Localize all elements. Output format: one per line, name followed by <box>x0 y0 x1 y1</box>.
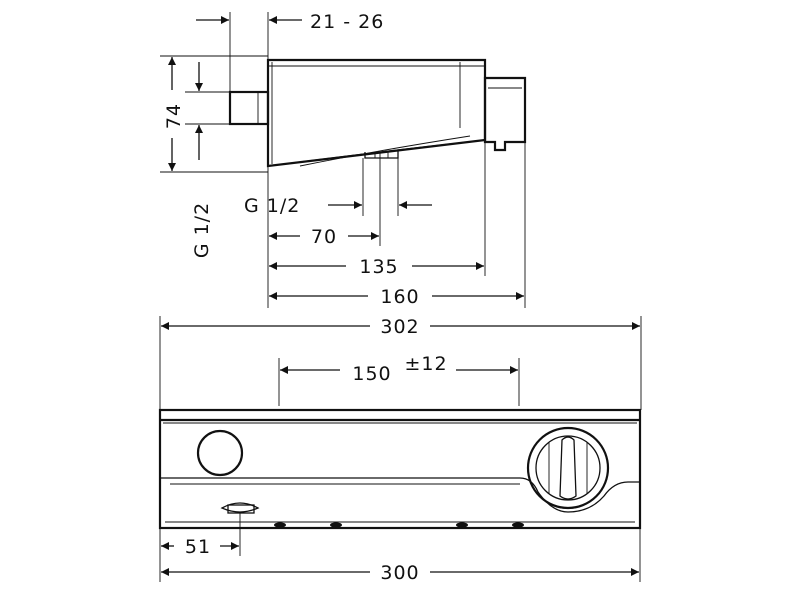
temperature-knob <box>526 426 610 510</box>
dim-51-label: 51 <box>185 536 211 558</box>
dim-302: 302 <box>159 316 642 410</box>
dim-height: 74 <box>163 57 185 171</box>
round-button-outline <box>196 429 244 477</box>
dim-offset: 21 - 26 <box>196 11 384 33</box>
front-view-body <box>158 408 642 530</box>
dim-150: 150 ±12 <box>278 353 520 406</box>
dim-thread-horizontal: G 1/2 <box>244 195 432 217</box>
dim-160-label: 160 <box>380 286 419 308</box>
side-view: 21 - 26 74 G 1/2 G 1/2 70 <box>160 11 527 308</box>
dim-thread-vertical-label: G 1/2 <box>191 202 213 258</box>
dim-thread-horizontal-label: G 1/2 <box>244 195 300 217</box>
side-view-extension-lines <box>160 12 526 308</box>
mounting-holes <box>274 522 524 528</box>
dim-150-tolerance: ±12 <box>404 353 447 375</box>
dim-135: 135 <box>269 256 484 278</box>
front-view: 302 150 ±12 <box>158 316 642 584</box>
dim-302-label: 302 <box>380 316 419 338</box>
dim-51: 51 <box>159 512 241 582</box>
dim-thread-vertical: G 1/2 <box>191 62 213 258</box>
dim-160: 160 <box>269 286 524 308</box>
dim-70: 70 <box>269 226 379 248</box>
dim-offset-label: 21 - 26 <box>310 11 384 33</box>
dim-135-label: 135 <box>359 256 398 278</box>
dim-150-label: 150 <box>352 363 391 385</box>
dim-height-label: 74 <box>163 103 185 129</box>
dim-300-label: 300 <box>380 562 419 584</box>
bottom-outlet <box>220 502 260 514</box>
side-view-body <box>228 58 527 168</box>
dim-300: 300 <box>161 528 641 584</box>
dim-70-label: 70 <box>311 226 337 248</box>
